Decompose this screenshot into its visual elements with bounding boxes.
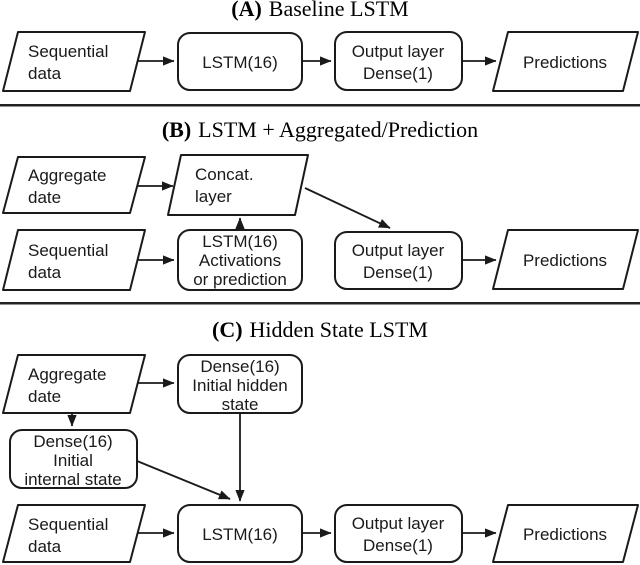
node-c-aggregate-date	[2, 354, 146, 414]
node-c-dense-internal-label: Dense(16)	[33, 432, 112, 451]
node-b-output-layer-label: Dense(1)	[363, 263, 433, 282]
node-b-concat-layer	[167, 154, 309, 216]
node-b-sequential-data	[2, 229, 146, 291]
node-c-dense-internal	[9, 429, 138, 489]
panel-a-title-text: Baseline LSTM	[269, 0, 409, 21]
node-a-lstm-label: LSTM(16)	[202, 53, 278, 72]
node-b-sequential-data-label: Sequential	[28, 241, 108, 260]
node-b-lstm-label: or prediction	[193, 270, 287, 289]
node-b-predictions-label: Predictions	[523, 251, 607, 270]
node-b-lstm-label: LSTM(16)	[202, 232, 278, 251]
edge-c-dense-internal-to-lstm	[136, 460, 231, 500]
node-a-lstm	[177, 32, 303, 91]
panel-a-title: (A) Baseline LSTM	[231, 0, 408, 21]
panel-a: (A) Baseline LSTM Sequential data LSTM(16…	[2, 0, 639, 92]
node-c-lstm	[177, 504, 303, 563]
panel-c-title-prefix: (C)	[212, 317, 243, 342]
node-c-aggregate-date-label: date	[28, 387, 61, 406]
node-a-predictions-label: Predictions	[523, 53, 607, 72]
node-c-predictions-label: Predictions	[523, 525, 607, 544]
node-b-lstm	[177, 229, 303, 291]
panel-c: (C) Hidden State LSTM Aggregate date Dens…	[2, 317, 639, 563]
node-c-output-layer	[334, 504, 463, 563]
node-b-lstm-label: Activations	[199, 251, 281, 270]
node-a-output-layer-label: Dense(1)	[363, 64, 433, 83]
node-c-lstm-label: LSTM(16)	[202, 525, 278, 544]
panel-b-title: (B) LSTM + Aggregated/Prediction	[162, 117, 478, 142]
panel-divider	[0, 104, 640, 107]
node-b-predictions	[492, 229, 639, 290]
panel-c-title-text: Hidden State LSTM	[250, 317, 428, 342]
node-c-dense-hidden-label: state	[222, 395, 259, 414]
node-c-output-layer-label: Dense(1)	[363, 536, 433, 555]
node-c-dense-internal-label: internal state	[24, 470, 121, 489]
panel-divider	[0, 302, 640, 305]
panel-b: (B) LSTM + Aggregated/Prediction Aggregat…	[2, 117, 639, 291]
node-c-predictions	[492, 504, 639, 563]
node-c-dense-hidden-label: Dense(16)	[200, 357, 279, 376]
node-a-sequential-data-label: data	[28, 64, 62, 83]
node-c-sequential-data	[2, 504, 146, 563]
node-a-predictions	[492, 31, 639, 92]
node-c-sequential-data-label: Sequential	[28, 515, 108, 534]
node-b-sequential-data-label: data	[28, 263, 62, 282]
node-b-output-layer	[334, 231, 463, 290]
node-c-dense-hidden	[177, 354, 303, 414]
node-c-dense-hidden-label: Initial hidden	[192, 376, 287, 395]
node-b-concat-layer-label: Concat.	[195, 165, 254, 184]
panel-a-title-prefix: (A)	[231, 0, 262, 21]
node-a-sequential-data-label: Sequential	[28, 42, 108, 61]
panel-b-title-text: LSTM + Aggregated/Prediction	[198, 117, 478, 142]
node-a-sequential-data	[2, 31, 146, 92]
node-b-output-layer-label: Output layer	[352, 241, 445, 260]
panel-b-title-prefix: (B)	[162, 117, 191, 142]
node-b-aggregate-date-label: Aggregate	[28, 166, 106, 185]
node-b-aggregate-date-label: date	[28, 188, 61, 207]
edge-b-concat-to-output	[304, 187, 391, 229]
node-b-aggregate-date	[2, 156, 146, 214]
node-c-output-layer-label: Output layer	[352, 514, 445, 533]
panel-c-title: (C) Hidden State LSTM	[212, 317, 428, 342]
node-c-dense-internal-label: Initial	[53, 451, 93, 470]
node-b-concat-layer-label: layer	[195, 187, 232, 206]
node-a-output-layer	[334, 31, 463, 91]
node-c-sequential-data-label: data	[28, 537, 62, 556]
node-c-aggregate-date-label: Aggregate	[28, 365, 106, 384]
node-a-output-layer-label: Output layer	[352, 42, 445, 61]
